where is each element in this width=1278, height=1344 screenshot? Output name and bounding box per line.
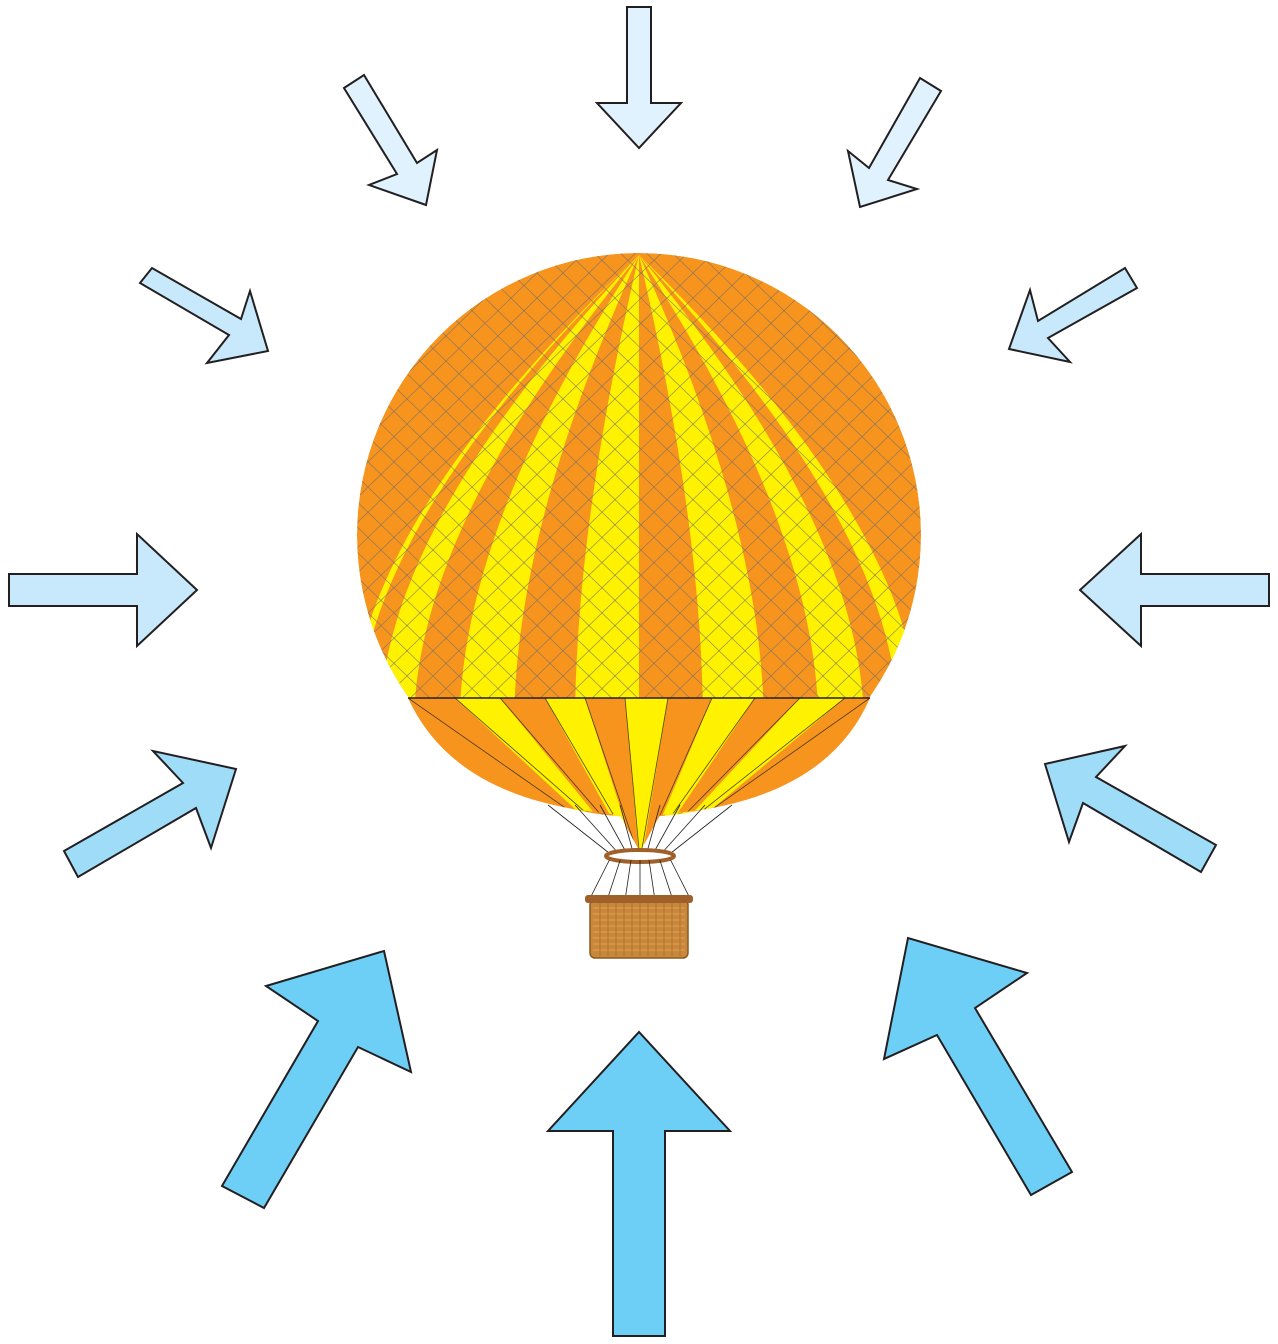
hot-air-balloon	[0, 240, 1278, 958]
arrow-top	[597, 7, 681, 148]
arrow-left	[9, 534, 197, 646]
basket-rim	[585, 895, 693, 903]
arrow-upper-right	[1009, 268, 1137, 362]
arrow-bottom-right	[884, 938, 1072, 1195]
arrow-top-right	[848, 78, 941, 207]
balloon-basket	[585, 850, 693, 958]
arrow-lower-right	[1045, 746, 1216, 872]
arrow-bottom	[548, 1032, 730, 1336]
arrow-upper-left	[140, 268, 268, 363]
balloon-skirt	[400, 698, 880, 858]
basket-body	[590, 900, 688, 958]
arrow-lower-left	[64, 751, 236, 877]
arrow-bottom-left	[222, 951, 411, 1208]
arrow-top-left	[344, 75, 437, 205]
arrow-right	[1080, 534, 1269, 646]
